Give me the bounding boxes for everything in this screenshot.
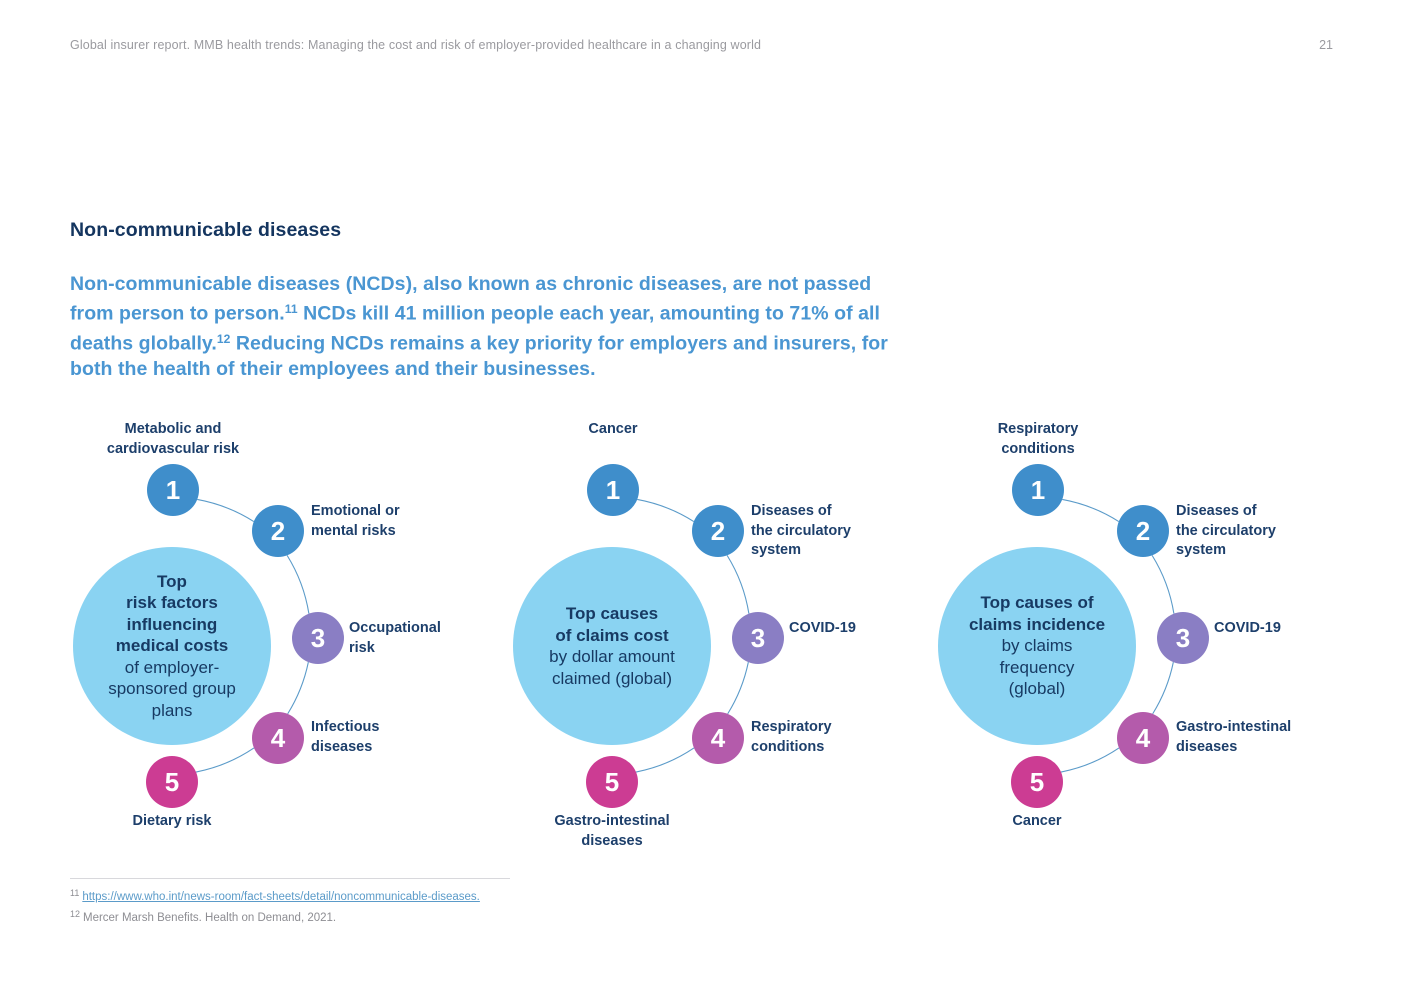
connector-arc-group <box>1060 498 1175 773</box>
header-document-title: Global insurer report. MMB health trends… <box>70 38 762 52</box>
connector-arc <box>1152 662 1174 715</box>
hub-subtitle-line: claimed (global) <box>552 668 672 688</box>
rank-badge-4: 4 <box>692 712 744 764</box>
rank-badge-4: 4 <box>1117 712 1169 764</box>
hub-title-line: risk factors <box>126 593 218 613</box>
connector-arc <box>637 498 695 523</box>
rank-badge-2: 2 <box>252 505 304 557</box>
connector-arc <box>635 747 695 773</box>
rank-badge-1: 1 <box>147 464 199 516</box>
footnote-text: Mercer Marsh Benefits. Health on Demand,… <box>82 912 337 925</box>
connector-arc-group <box>195 498 310 773</box>
hub-subtitle-line: frequency <box>999 657 1075 677</box>
rank-badge-1: 1 <box>1012 464 1064 516</box>
intro-text-part-1: Non-communicable diseases (NCDs), also k… <box>70 272 872 325</box>
rank-badge-4: 4 <box>252 712 304 764</box>
connector-arc <box>1060 747 1120 773</box>
hub-subtitle-line: by dollar amount <box>549 647 675 666</box>
diagram-hub-text: Top causes of claims cost by dollar amount… <box>541 603 683 689</box>
rank-badge-1: 1 <box>587 464 639 516</box>
hub-title-line: Top <box>157 571 187 591</box>
hub-title-line: claims incidence <box>968 614 1106 634</box>
footnote-marker: 12 <box>70 909 80 920</box>
hub-title-line: of claims cost <box>555 625 669 645</box>
page-number: 21 <box>1319 38 1333 52</box>
circular-diagram-2: Top causes of claims cost by dollar amount… <box>500 410 950 870</box>
rank-badge-3: 3 <box>292 612 344 664</box>
rank-badge-2: 2 <box>1117 505 1169 557</box>
connector-arc <box>726 555 750 614</box>
rank-badge-2: 2 <box>692 505 744 557</box>
node-label-5: Dietary risk <box>132 813 212 829</box>
connector-arc <box>1151 555 1175 614</box>
intro-text-part-2: NCDs kill 41 million people each year, a… <box>70 302 880 355</box>
section-heading: Non-communicable diseases <box>70 219 342 242</box>
footnote-ref-11: 11 <box>284 302 298 317</box>
node-label-3: COVID-19 <box>1214 620 1281 636</box>
connector-arc <box>286 555 310 614</box>
hub-title-line: Top causes of <box>980 593 1094 613</box>
connector-arc <box>195 747 255 773</box>
intro-paragraph: Non-communicable diseases (NCDs), also k… <box>70 272 915 383</box>
node-label-1: Cancer <box>588 421 638 437</box>
footnote-divider <box>70 878 510 879</box>
connector-arc-group <box>635 498 750 773</box>
hub-subtitle-line: plans <box>151 700 193 720</box>
hub-title-line: Top causes <box>565 604 659 623</box>
footnote-ref-12: 12 <box>216 331 231 346</box>
rank-badge-3: 3 <box>1157 612 1209 664</box>
rank-badge-5: 5 <box>1011 756 1063 808</box>
footnote-marker: 11 <box>70 888 80 898</box>
node-label-5: Cancer <box>1012 813 1062 829</box>
hub-subtitle-line: of employer- <box>124 657 220 677</box>
hub-title-line: medical costs <box>115 636 229 656</box>
footnote-link[interactable]: https://www.who.int/news-room/fact-sheet… <box>82 890 480 903</box>
intro-text-part-3: Reducing NCDs remains a key priority for… <box>70 332 888 380</box>
hub-subtitle-line: by claims <box>1001 636 1073 656</box>
page-header: Global insurer report. MMB health trends… <box>70 38 1333 58</box>
connector-arc <box>727 662 749 715</box>
diagram-hub-circle: Top causes of claims cost by dollar amount… <box>513 547 711 745</box>
rank-badge-5: 5 <box>146 756 198 808</box>
hub-title-line: influencing <box>126 614 218 634</box>
rank-badge-5: 5 <box>586 756 638 808</box>
node-label-3: COVID-19 <box>789 620 856 636</box>
connector-arc <box>287 662 309 715</box>
rank-badge-3: 3 <box>732 612 784 664</box>
connector-arc <box>1062 498 1120 523</box>
hub-subtitle-line: sponsored group <box>108 679 236 699</box>
connector-arc <box>197 498 255 523</box>
hub-subtitle-line: (global) <box>1008 679 1066 699</box>
